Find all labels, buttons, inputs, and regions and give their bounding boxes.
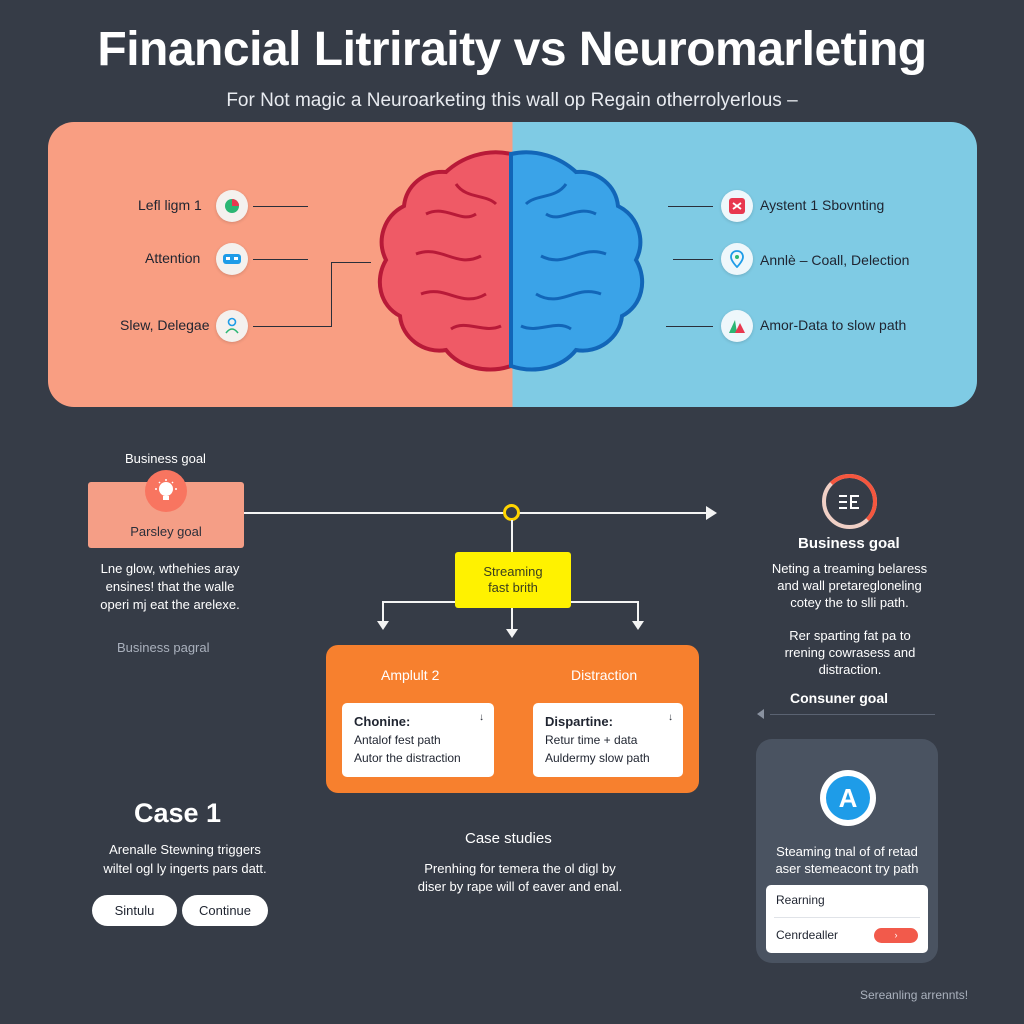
right-text-line: cotey the to slli path. — [790, 595, 909, 610]
right-item-label: Aystent 1 Sbovnting — [760, 197, 885, 213]
app-store-icon[interactable]: A — [820, 770, 876, 826]
consumer-goal-heading: Consuner goal — [790, 690, 889, 706]
card-title: Dispartine: — [545, 714, 613, 729]
case-studies-text: Prenhing for temera the ol digl by diser… — [380, 860, 660, 896]
left-description-line: Lne glow, wthehies aray — [100, 561, 240, 576]
right-item-label: Amor-Data to slow path — [760, 317, 907, 333]
streaming-box: Streaming fast brith — [455, 552, 571, 608]
shuffle-icon — [721, 190, 753, 222]
left-description-line: operi mj eat the arelexe. — [100, 597, 240, 612]
flow-arrowhead — [706, 506, 717, 520]
right-item-label: Annlè – Coall, Delection — [760, 252, 910, 268]
footer-note: Sereanling arrennts! — [860, 988, 969, 1002]
lightbulb-icon — [145, 470, 187, 512]
left-item-label: Attention — [145, 250, 201, 266]
streaming-box-line: fast brith — [488, 580, 538, 595]
row-divider — [774, 917, 920, 918]
case-text-line: diser by rape will of eaver and enal. — [417, 879, 623, 894]
continue-button[interactable]: Continue — [182, 895, 268, 926]
triangle-chart-icon — [721, 310, 753, 342]
eq-progress-arc — [822, 474, 877, 529]
left-description-line: ensines! that the walle — [105, 579, 235, 594]
page-subtitle: For Not magic a Neuroarketing this wall … — [226, 90, 798, 111]
case-studies-heading: Case studies — [465, 830, 552, 847]
phone-text: Steaming tnal of of retad aser stemeacon… — [762, 843, 932, 877]
toggle-switch[interactable]: › — [874, 928, 918, 943]
case-1-heading: Case 1 — [134, 798, 222, 828]
case-1-text-line: wiltel ogl ly ingerts pars datt. — [103, 861, 267, 876]
left-description: Lne glow, wthehies aray ensines! that th… — [90, 560, 250, 614]
card-corner-icon: ↓ — [479, 712, 484, 723]
right-text-2: Rer sparting fat pa to rrening cowrasess… — [760, 627, 940, 678]
cenrdealler-row[interactable]: Cenrdealler — [776, 928, 839, 942]
case-1-text: Arenalle Stewning triggers wiltel ogl ly… — [85, 840, 285, 878]
phone-text-line: Steaming tnal of of retad — [776, 844, 918, 859]
parsley-goal-label: Parsley goal — [130, 524, 202, 539]
left-item-label: Slew, Delegae — [120, 317, 210, 333]
flow-node — [503, 504, 520, 521]
brain-panel: Lefl ligm 1 Attention Slew, Delegae Ayst… — [48, 122, 977, 407]
right-text-line: rrening cowrasess and — [784, 645, 916, 660]
case-text-line: Prenhing for temera the ol digl by — [424, 861, 616, 876]
right-text-line: Neting a treaming belaress — [771, 561, 928, 576]
dispartine-card: Dispartine: Retur time + data Auldermy s… — [533, 703, 683, 777]
distraction-heading: Distraction — [571, 667, 638, 683]
right-text-line: and wall pretaregloneling — [777, 578, 922, 593]
card-title: Chonine: — [354, 714, 411, 729]
card-line: Retur time + data — [545, 733, 638, 747]
location-pin-icon — [721, 243, 753, 275]
phone-text-line: aser stemeacont try path — [775, 861, 919, 876]
chonine-card: Chonine: Antalof fest path Autor the dis… — [342, 703, 494, 777]
card-line: Antalof fest path — [354, 733, 441, 747]
left-item-label: Lefl ligm 1 — [138, 197, 202, 213]
divider — [770, 714, 935, 715]
app-store-glyph: A — [826, 776, 870, 820]
right-text-1: Neting a treaming belaress and wall pret… — [752, 560, 947, 611]
page-title: Financial Litriraity vs Neuromarleting — [97, 23, 927, 76]
business-goal-heading: Business goal — [125, 451, 206, 466]
comparison-box: Amplult 2 Distraction Chonine: Antalof f… — [326, 645, 699, 793]
mask-icon — [216, 243, 248, 275]
amplult-heading: Amplult 2 — [381, 667, 440, 683]
flow-line — [244, 512, 714, 514]
card-line: Autor the distraction — [354, 751, 461, 765]
business-footnote: Business pagral — [117, 640, 210, 655]
rearning-row[interactable]: Rearning — [776, 893, 825, 907]
person-icon — [216, 310, 248, 342]
pie-chart-icon — [216, 190, 248, 222]
sintulu-button[interactable]: Sintulu — [92, 895, 177, 926]
brain-illustration — [377, 150, 645, 372]
card-corner-icon: ↓ — [668, 712, 673, 723]
case-1-text-line: Arenalle Stewning triggers — [109, 842, 261, 857]
right-text-line: distraction. — [818, 662, 882, 677]
right-business-goal-heading: Business goal — [798, 535, 900, 552]
card-line: Auldermy slow path — [545, 751, 650, 765]
right-text-line: Rer sparting fat pa to — [789, 628, 911, 643]
streaming-box-line: Streaming — [483, 564, 543, 579]
back-arrow-icon — [757, 709, 764, 719]
